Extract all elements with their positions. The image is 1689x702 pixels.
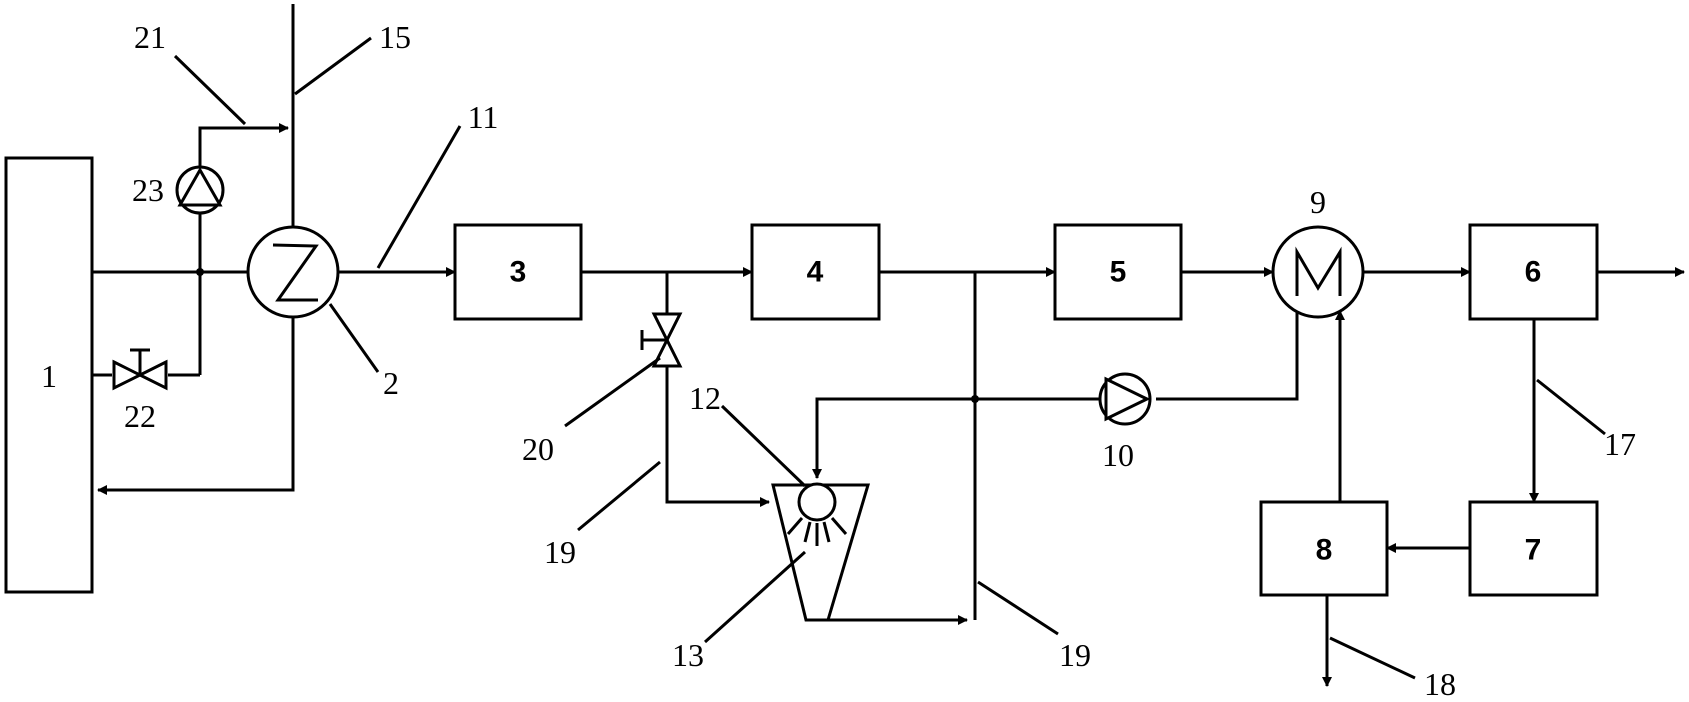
unit-8: [1259, 500, 1389, 597]
return-line-to-unit-1: [97, 317, 295, 495]
label-unit-23: 23: [132, 172, 164, 208]
label-unit-8: 8: [1316, 534, 1333, 567]
heat-exchanger-9: [1271, 225, 1365, 319]
label-stream-18: 18: [1424, 666, 1456, 702]
valve-22[interactable]: [112, 348, 168, 391]
label-stream-11: 11: [468, 99, 499, 135]
pump-10[interactable]: [1098, 372, 1152, 426]
leader-12: [720, 404, 807, 488]
label-unit-20: 20: [522, 431, 554, 467]
label-stream-19-b: 19: [1059, 637, 1091, 673]
label-unit-6: 6: [1525, 256, 1542, 289]
label-unit-12: 12: [689, 380, 721, 416]
label-unit-13: 13: [672, 637, 704, 673]
leader-2: [328, 303, 380, 373]
leader-17: [1536, 378, 1606, 436]
heat-exchanger-2: [246, 225, 340, 319]
label-stream-17: 17: [1604, 426, 1636, 462]
label-unit-9: 9: [1310, 184, 1326, 220]
leader-20: [564, 356, 661, 428]
label-unit-4: 4: [807, 256, 824, 289]
device-12: [786, 482, 848, 546]
label-unit-2: 2: [383, 365, 399, 401]
label-unit-3: 3: [510, 256, 527, 289]
stream-19-line-a: [665, 366, 770, 507]
label-unit-5: 5: [1110, 256, 1127, 289]
label-stream-19-a: 19: [544, 534, 576, 570]
leader-21: [173, 54, 247, 126]
heat-exchanger-9-coil: [1295, 246, 1342, 296]
label-unit-22: 22: [124, 398, 156, 434]
stream-21-line: [198, 123, 289, 167]
recirc-line-pump-10-to-12: [812, 397, 1100, 479]
leader-15: [294, 36, 372, 96]
label-unit-7: 7: [1525, 534, 1542, 567]
pump-23[interactable]: [175, 165, 225, 215]
leader-11: [376, 125, 462, 269]
leader-18: [1329, 636, 1416, 680]
label-stream-15: 15: [379, 19, 411, 55]
label-unit-1: 1: [41, 358, 57, 394]
label-unit-10: 10: [1102, 437, 1134, 473]
valve-20[interactable]: [640, 312, 683, 368]
leader-13: [703, 550, 807, 644]
leader-19b: [977, 580, 1059, 636]
leader-19a: [577, 460, 661, 532]
recirc-line-9-to-pump-10: [1156, 296, 1299, 401]
heat-exchanger-2-coil: [272, 243, 319, 302]
label-stream-21: 21: [134, 19, 166, 55]
